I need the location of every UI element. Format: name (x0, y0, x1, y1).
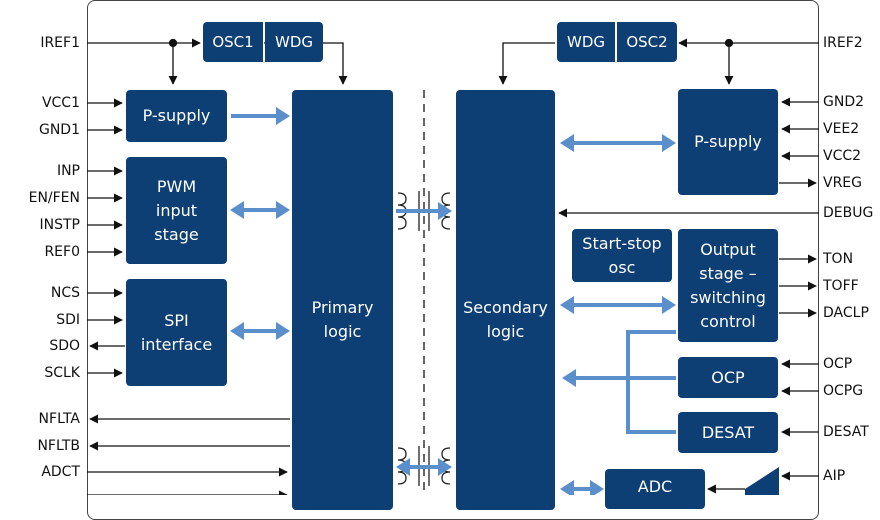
amplifier-icon (745, 467, 779, 495)
pin-gnd2: GND2 (823, 94, 865, 110)
right-signal-lines (498, 38, 819, 494)
pin-en-fen: EN/FEN (28, 190, 80, 206)
secondary-logic-block: Secondary logic (456, 90, 555, 510)
wdg2-block: WDG (557, 22, 615, 62)
pin-vcc1: VCC1 (41, 95, 80, 111)
pin-toff: TOFF (823, 278, 859, 294)
pin-vreg: VREG (823, 175, 862, 191)
pin-gnd1: GND1 (38, 122, 80, 138)
primary-logic-block: Primary logic (292, 90, 393, 510)
wdg1-block: WDG (265, 22, 323, 62)
pin-instp: INSTP (39, 217, 80, 233)
output-stage-block: Output stage – switching control (678, 229, 778, 342)
pin-ncs: NCS (50, 285, 80, 301)
pin-nfltb: NFLTB (37, 438, 80, 454)
p-supply-primary-block: P-supply (126, 90, 227, 142)
pin-vee2: VEE2 (823, 121, 860, 137)
spi-interface-block: SPI interface (126, 279, 227, 386)
pin-nflta: NFLTA (38, 411, 80, 427)
connection-layer (87, 38, 819, 495)
desat-block: DESAT (678, 412, 778, 453)
pin-inp: INP (56, 163, 80, 179)
pin-ton: TON (823, 251, 854, 267)
pin-sclk: SCLK (44, 365, 80, 381)
start-stop-osc-block: Start-stop osc (572, 229, 672, 282)
osc2-block: OSC2 (617, 22, 677, 62)
pin-vcc2: VCC2 (823, 148, 862, 164)
pin-desat: DESAT (823, 424, 869, 440)
pin-adct: ADCT (41, 464, 80, 480)
pin-iref1: IREF1 (40, 35, 80, 51)
ocp-block: OCP (678, 357, 778, 398)
pin-sdi: SDI (56, 312, 80, 328)
pin-ocpg: OCPG (823, 383, 864, 399)
pin-ocp: OCP (823, 356, 853, 372)
osc1-block: OSC1 (203, 22, 263, 62)
pin-debug: DEBUG (823, 205, 874, 221)
pin-daclp: DACLP (823, 305, 869, 321)
data-flow-arrows (230, 107, 676, 495)
pin-sdo: SDO (49, 338, 80, 354)
p-supply-secondary-block: P-supply (678, 89, 778, 195)
pwm-input-stage-block: PWM input stage (126, 157, 227, 264)
left-signal-lines (87, 38, 348, 495)
pin-ref0: REF0 (44, 244, 80, 260)
adc-block: ADC (605, 469, 705, 509)
pin-aip: AIP (823, 468, 846, 484)
pin-iref2: IREF2 (823, 35, 863, 51)
